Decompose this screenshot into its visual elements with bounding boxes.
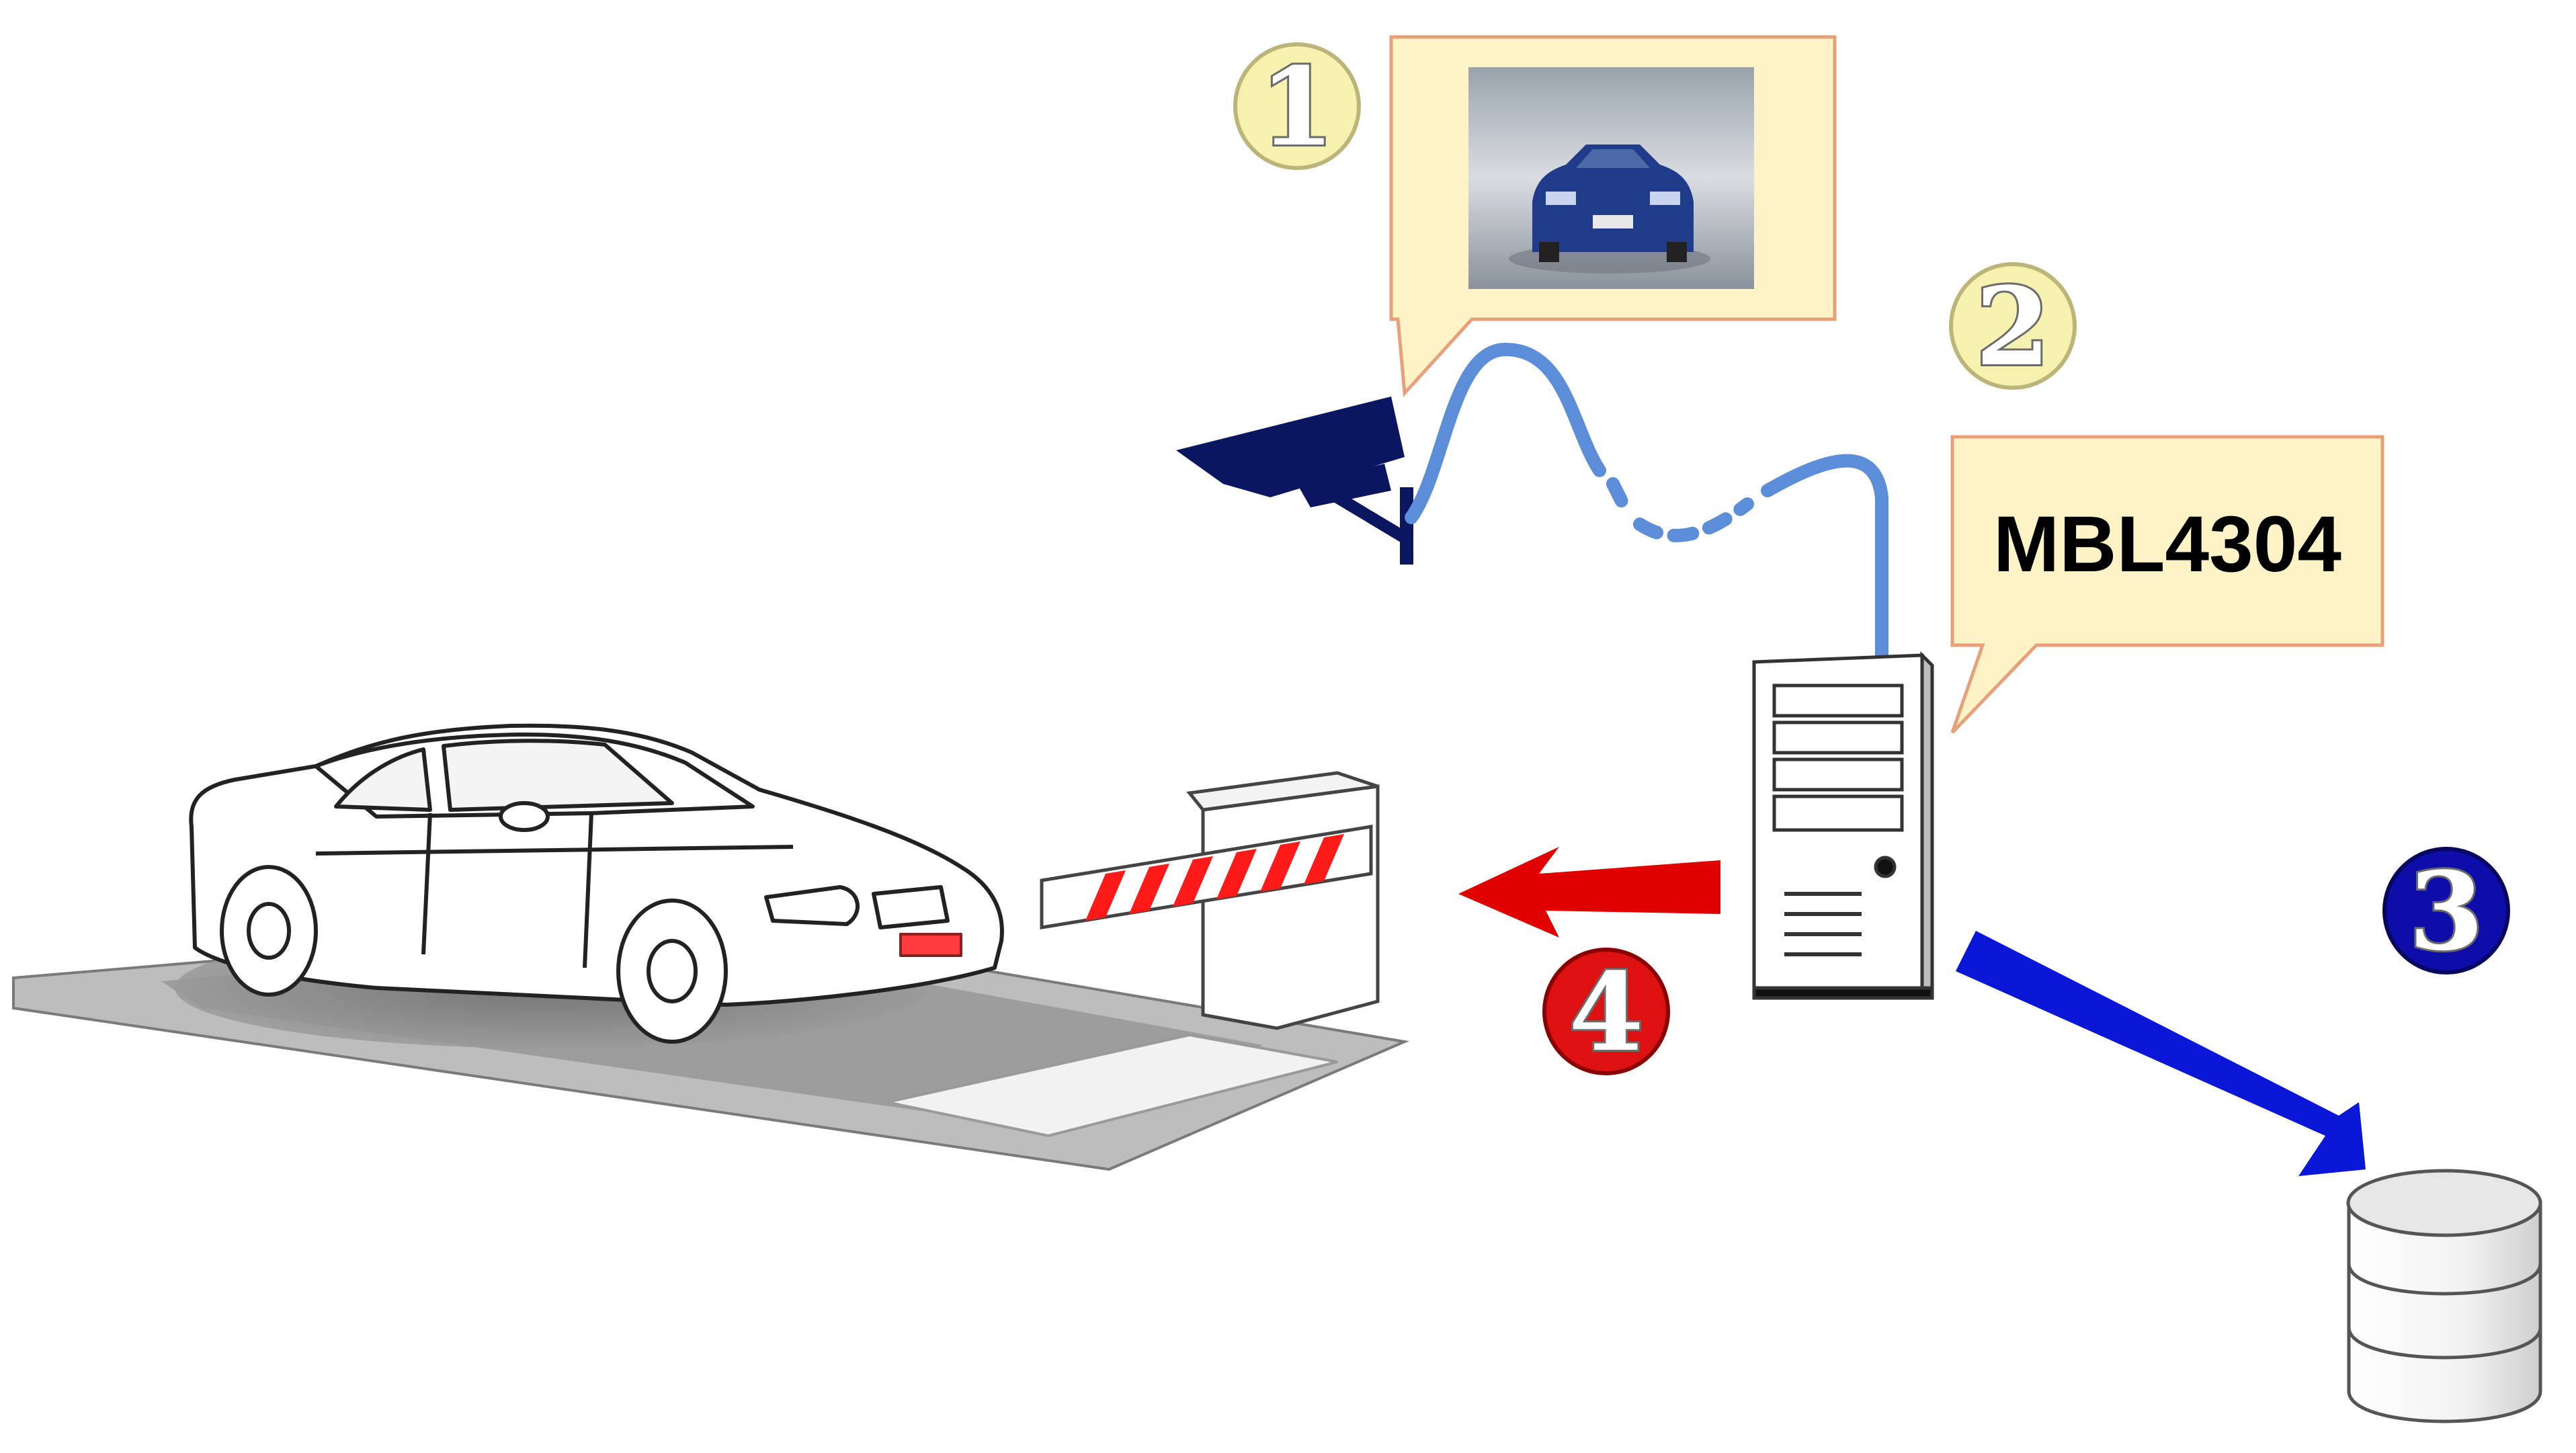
plate-text-callout: MBL4304 [1950, 435, 2384, 734]
car-door-line-1 [421, 813, 432, 955]
server-tower-icon [1752, 651, 1934, 1000]
car-wheel-front [616, 899, 728, 1044]
server-bay-4 [1772, 794, 1904, 832]
camera-body [1176, 397, 1405, 497]
server-side [1920, 651, 1934, 994]
server-power-button [1874, 856, 1897, 878]
camera-lower [1297, 464, 1391, 507]
car-icon [189, 723, 1004, 1044]
barrier-stripes [1085, 834, 1344, 921]
step-3-number: 3 [2409, 848, 2483, 974]
barrier-post-top [1186, 771, 1378, 812]
car-license-plate [899, 933, 962, 957]
arrow-to-barrier [1458, 847, 1720, 938]
car-grille [872, 885, 950, 929]
database-body [2347, 1201, 2542, 1423]
camera-bracket [1334, 492, 1408, 543]
car-mirror [499, 801, 550, 832]
database-ring-2 [2347, 1327, 2542, 1360]
arrow-to-database [1956, 931, 2366, 1176]
car-wheel-rear [220, 865, 318, 997]
server-base [1752, 986, 1934, 1000]
server-bay-2 [1772, 720, 1904, 755]
car-window-front [442, 739, 674, 812]
camera-image-callout [1389, 35, 1837, 397]
server-bay-1 [1772, 683, 1904, 718]
captured-car-photo [1468, 67, 1754, 289]
surveillance-camera-icon [1176, 397, 1413, 565]
car-belt-line [315, 845, 794, 856]
camera-mount [1400, 487, 1413, 565]
database-ring-1 [2347, 1263, 2542, 1296]
camera-cable [1405, 342, 1888, 669]
callout-2-bubble [1950, 435, 2384, 734]
step-badge-2: 2 [1949, 261, 2077, 392]
ground-pad [886, 1033, 1338, 1138]
barrier-gate-icon [1040, 771, 1380, 1030]
database-top [2346, 1169, 2542, 1237]
step-badge-1: 1 [1233, 42, 1361, 172]
step-badge-3: 3 [2382, 846, 2510, 977]
database-icon [2346, 1169, 2542, 1423]
step-2-number: 2 [1975, 263, 2050, 390]
step-badge-4: 4 [1542, 947, 1670, 1077]
barrier-post [1201, 784, 1380, 1030]
step-1-number: 1 [1259, 44, 1334, 170]
recognized-plate-text: MBL4304 [1993, 500, 2341, 589]
step-4-number: 4 [1569, 949, 1643, 1075]
server-vents [1784, 892, 1862, 956]
server-bay-3 [1772, 757, 1904, 792]
car-door-line-2 [583, 813, 593, 968]
car-headlight [764, 885, 860, 926]
car-window-rear [334, 747, 432, 812]
